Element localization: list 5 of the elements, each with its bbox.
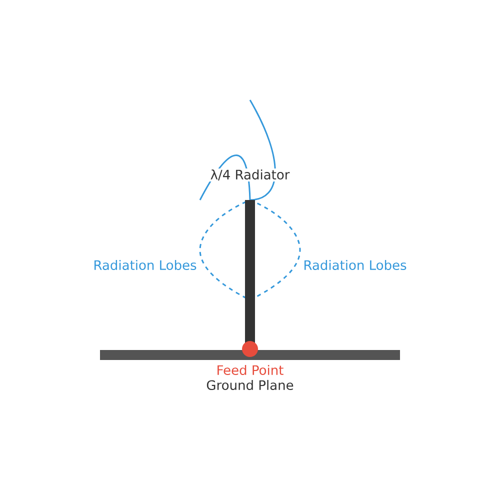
feed-point-label: Feed Point: [218, 364, 284, 376]
lobe-label: Radiation Lobes: [94, 260, 196, 270]
lobe-label: Radiation Lobes: [304, 260, 406, 270]
antenna-label: λ/4 Radiator: [209, 168, 291, 182]
ground-plane-label: Ground Plane: [206, 380, 294, 390]
